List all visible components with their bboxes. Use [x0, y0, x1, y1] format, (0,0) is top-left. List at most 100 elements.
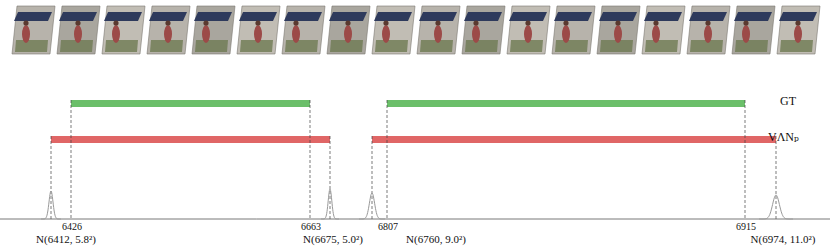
frame-banner — [689, 12, 727, 21]
frame-floor — [105, 40, 138, 52]
video-frame — [642, 6, 685, 54]
video-frame — [777, 6, 820, 54]
frame-floor — [375, 40, 408, 52]
frame-floor — [645, 40, 678, 52]
frame-banner — [599, 12, 637, 21]
frame-ground — [147, 6, 190, 54]
frame-banner — [734, 12, 772, 21]
frame-person — [742, 25, 750, 43]
dashed-guide — [745, 100, 746, 219]
frame-banner — [329, 12, 367, 21]
frame-ground — [282, 6, 325, 54]
frame-head — [795, 20, 800, 25]
frame-banner — [149, 12, 187, 21]
frame-ground — [192, 6, 235, 54]
frame-number: 6426 — [62, 221, 82, 232]
segment-bar — [372, 136, 776, 143]
segment-bar — [71, 100, 310, 107]
frame-banner — [464, 12, 502, 21]
frame-head — [75, 20, 80, 25]
frame-person — [794, 25, 802, 43]
frame-floor — [15, 40, 48, 52]
frame-ground — [777, 6, 820, 54]
frame-banner — [779, 12, 817, 21]
frame-person — [614, 25, 622, 43]
frame-banner — [104, 12, 142, 21]
frame-person — [434, 25, 442, 43]
frame-head — [255, 20, 260, 25]
frame-person — [562, 25, 570, 43]
frame-banner — [419, 12, 457, 21]
frame-ground — [462, 6, 505, 54]
frame-person — [472, 25, 480, 43]
frame-ground — [102, 6, 145, 54]
frame-ground — [12, 6, 55, 54]
gaussian-curve — [759, 195, 793, 219]
frame-banner — [239, 12, 277, 21]
gaussian-curve — [359, 193, 385, 219]
frame-ground — [732, 6, 775, 54]
frame-head — [705, 20, 710, 25]
frame-head — [23, 20, 28, 25]
frame-head — [293, 20, 298, 25]
frame-ground — [57, 6, 100, 54]
video-frames — [12, 6, 820, 54]
frame-head — [743, 20, 748, 25]
distribution-label: N(6675, 5.0²) — [303, 233, 363, 245]
dashed-guide — [776, 136, 777, 219]
frame-head — [203, 20, 208, 25]
frame-ground — [687, 6, 730, 54]
frame-number: 6915 — [736, 221, 756, 232]
frame-ground — [642, 6, 685, 54]
frame-person — [112, 25, 120, 43]
frame-banner — [194, 12, 232, 21]
frame-head — [615, 20, 620, 25]
distribution-label: N(6412, 5.8²) — [36, 233, 96, 245]
dashed-guide — [71, 100, 72, 219]
frame-person — [254, 25, 262, 43]
gaussian-curve — [321, 189, 339, 219]
frame-ground — [597, 6, 640, 54]
frame-head — [435, 20, 440, 25]
gaussian-curve — [41, 191, 61, 219]
frame-head — [473, 20, 478, 25]
video-frame — [282, 6, 325, 54]
frame-head — [653, 20, 658, 25]
frame-ground — [327, 6, 370, 54]
segment-bar — [51, 136, 330, 143]
video-frame — [732, 6, 775, 54]
frame-head — [165, 20, 170, 25]
video-frame — [417, 6, 460, 54]
video-frame — [597, 6, 640, 54]
frame-person — [164, 25, 172, 43]
frame-banner — [374, 12, 412, 21]
frame-banner — [284, 12, 322, 21]
frame-head — [525, 20, 530, 25]
frame-banner — [14, 12, 52, 21]
frame-person — [524, 25, 532, 43]
dashed-guides — [51, 100, 776, 219]
time-axis — [0, 219, 830, 220]
frame-head — [563, 20, 568, 25]
frame-floor — [465, 40, 498, 52]
dashed-guide — [387, 100, 388, 219]
frame-person — [292, 25, 300, 43]
gaussian-curves — [41, 189, 793, 219]
frame-person — [202, 25, 210, 43]
frame-ground — [237, 6, 280, 54]
frame-head — [345, 20, 350, 25]
frame-number: 6663 — [301, 221, 321, 232]
frame-banner — [59, 12, 97, 21]
frame-person — [22, 25, 30, 43]
frame-person — [74, 25, 82, 43]
video-frame — [102, 6, 145, 54]
video-frame — [687, 6, 730, 54]
frame-person — [382, 25, 390, 43]
video-frame — [12, 6, 55, 54]
distribution-label: N(6760, 9.0²) — [406, 233, 466, 245]
video-frame — [552, 6, 595, 54]
frame-head — [383, 20, 388, 25]
frame-banner — [554, 12, 592, 21]
video-frame — [462, 6, 505, 54]
